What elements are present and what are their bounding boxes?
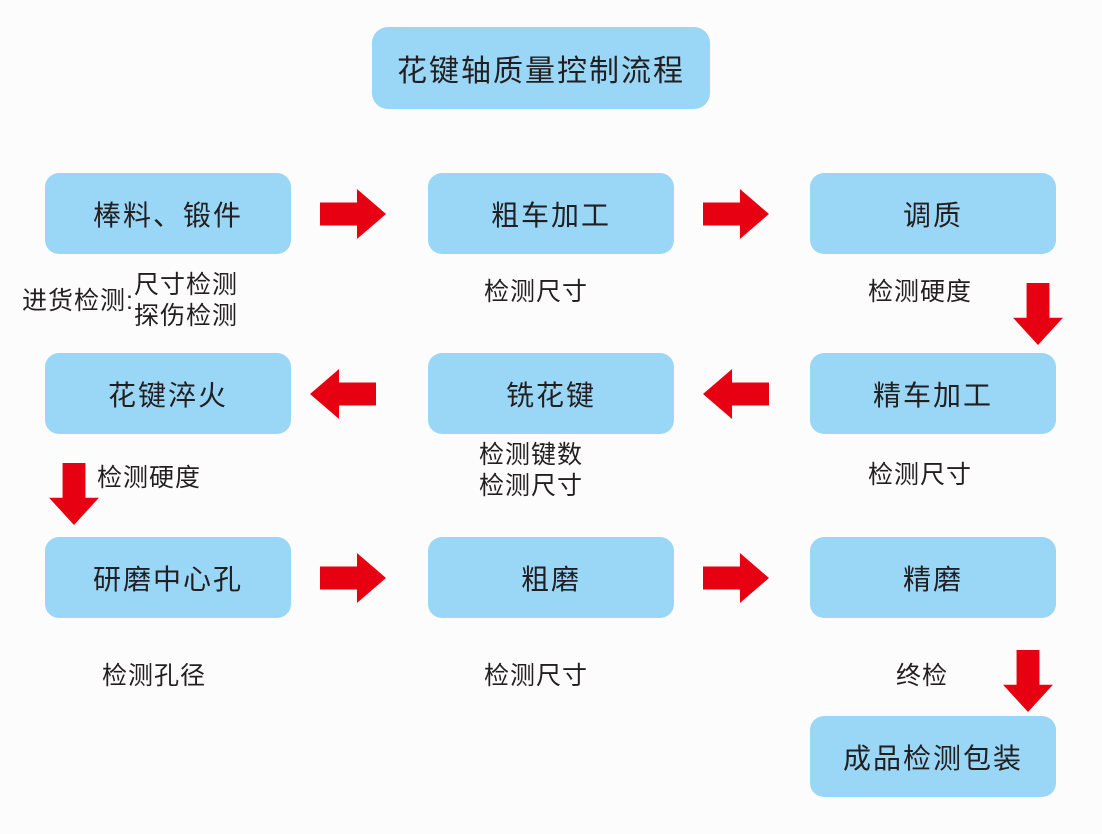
caption-incoming-prefix: 进货检测:	[22, 286, 134, 315]
caption-grind-center-check: 检测孔径	[102, 662, 207, 690]
caption-incoming-stack: 尺寸检测 探伤检测	[134, 270, 238, 332]
arrow-right-icon-raw-to-rough	[320, 189, 386, 239]
arrow-left-icon-finishturn-to-mill	[703, 369, 769, 419]
arrow-left-icon-mill-to-splinequench	[310, 369, 376, 419]
caption-rough-turning-check: 检测尺寸	[484, 278, 589, 306]
node-spline-quench[interactable]: 花键淬火	[45, 353, 291, 434]
caption-spline-quench-check: 检测硬度	[97, 464, 202, 492]
node-final-packaging[interactable]: 成品检测包装	[810, 716, 1056, 797]
caption-mill-spline-line2: 检测尺寸	[479, 472, 584, 500]
arrow-down-icon-finegrind-to-packaging	[1003, 650, 1053, 712]
caption-final-inspection: 终检	[896, 662, 949, 690]
arrow-right-icon-grind-to-roughgrind	[320, 553, 386, 603]
node-quench-temper[interactable]: 调质	[810, 173, 1056, 254]
arrow-right-icon-roughgrind-to-finegrind	[703, 553, 769, 603]
flowchart-title: 花键轴质量控制流程	[372, 27, 710, 109]
caption-incoming-line1: 尺寸检测	[133, 271, 238, 299]
caption-finish-turning-check: 检测尺寸	[868, 461, 973, 489]
node-rough-grinding[interactable]: 粗磨	[428, 537, 674, 618]
node-raw-material[interactable]: 棒料、锻件	[45, 173, 291, 254]
node-grind-center[interactable]: 研磨中心孔	[45, 537, 291, 618]
arrow-right-icon-rough-to-quench	[703, 189, 769, 239]
node-fine-grinding[interactable]: 精磨	[810, 537, 1056, 618]
caption-quench-temper-check: 检测硬度	[868, 278, 973, 306]
arrow-down-icon-quench-to-finishturn	[1013, 283, 1063, 345]
caption-incoming-inspection: 进货检测: 尺寸检测 探伤检测	[22, 270, 238, 332]
caption-mill-spline-line1: 检测键数	[479, 441, 584, 469]
node-mill-spline[interactable]: 铣花键	[428, 353, 674, 434]
caption-incoming-line2: 探伤检测	[133, 302, 238, 330]
caption-mill-spline-stack: 检测键数 检测尺寸	[479, 440, 583, 502]
caption-mill-spline-checks: 检测键数 检测尺寸	[479, 440, 583, 502]
node-finish-turning[interactable]: 精车加工	[810, 353, 1056, 434]
caption-rough-grinding-check: 检测尺寸	[484, 662, 589, 690]
node-rough-turning[interactable]: 粗车加工	[428, 173, 674, 254]
arrow-down-icon-splinequench-to-grind	[49, 463, 99, 525]
